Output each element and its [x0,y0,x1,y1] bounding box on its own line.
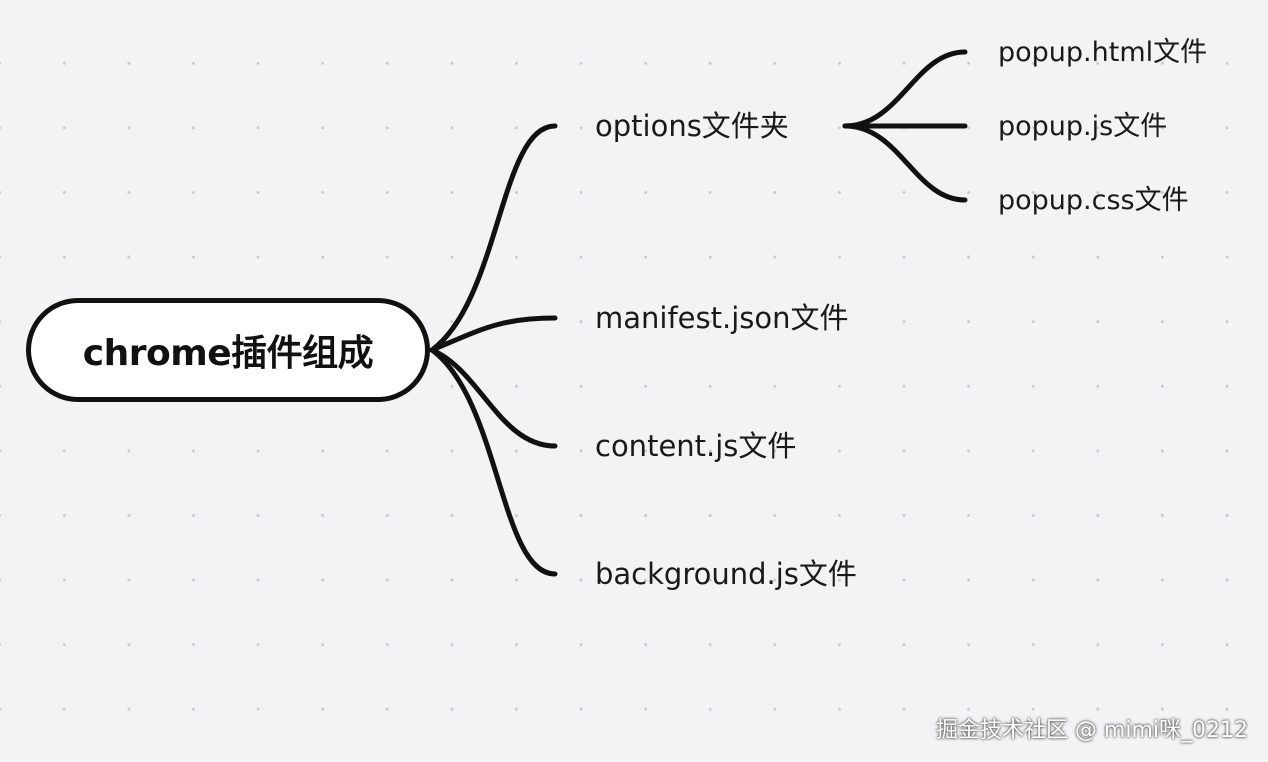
connector-options-css [842,123,968,203]
branch-options-folder[interactable]: options文件夹 [595,109,789,143]
root-node-label: chrome插件组成 [82,333,374,374]
branch-content-js[interactable]: content.js文件 [595,429,797,463]
leaf-popup-css[interactable]: popup.css文件 [998,185,1189,216]
connector-root-content [429,347,558,449]
watermark-text: 掘金技术社区 @ mimi咪_0212 [935,718,1248,743]
root-node[interactable]: chrome插件组成 [26,298,430,402]
branch-manifest-json[interactable]: manifest.json文件 [595,301,849,335]
connector-options-html [842,49,968,129]
connector-root-manifest [429,315,558,353]
leaf-popup-html[interactable]: popup.html文件 [998,37,1208,68]
branch-background-js[interactable]: background.js文件 [595,557,857,591]
connector-root-background [429,347,558,577]
connector-root-options [429,123,558,353]
leaf-popup-js[interactable]: popup.js文件 [998,111,1168,142]
